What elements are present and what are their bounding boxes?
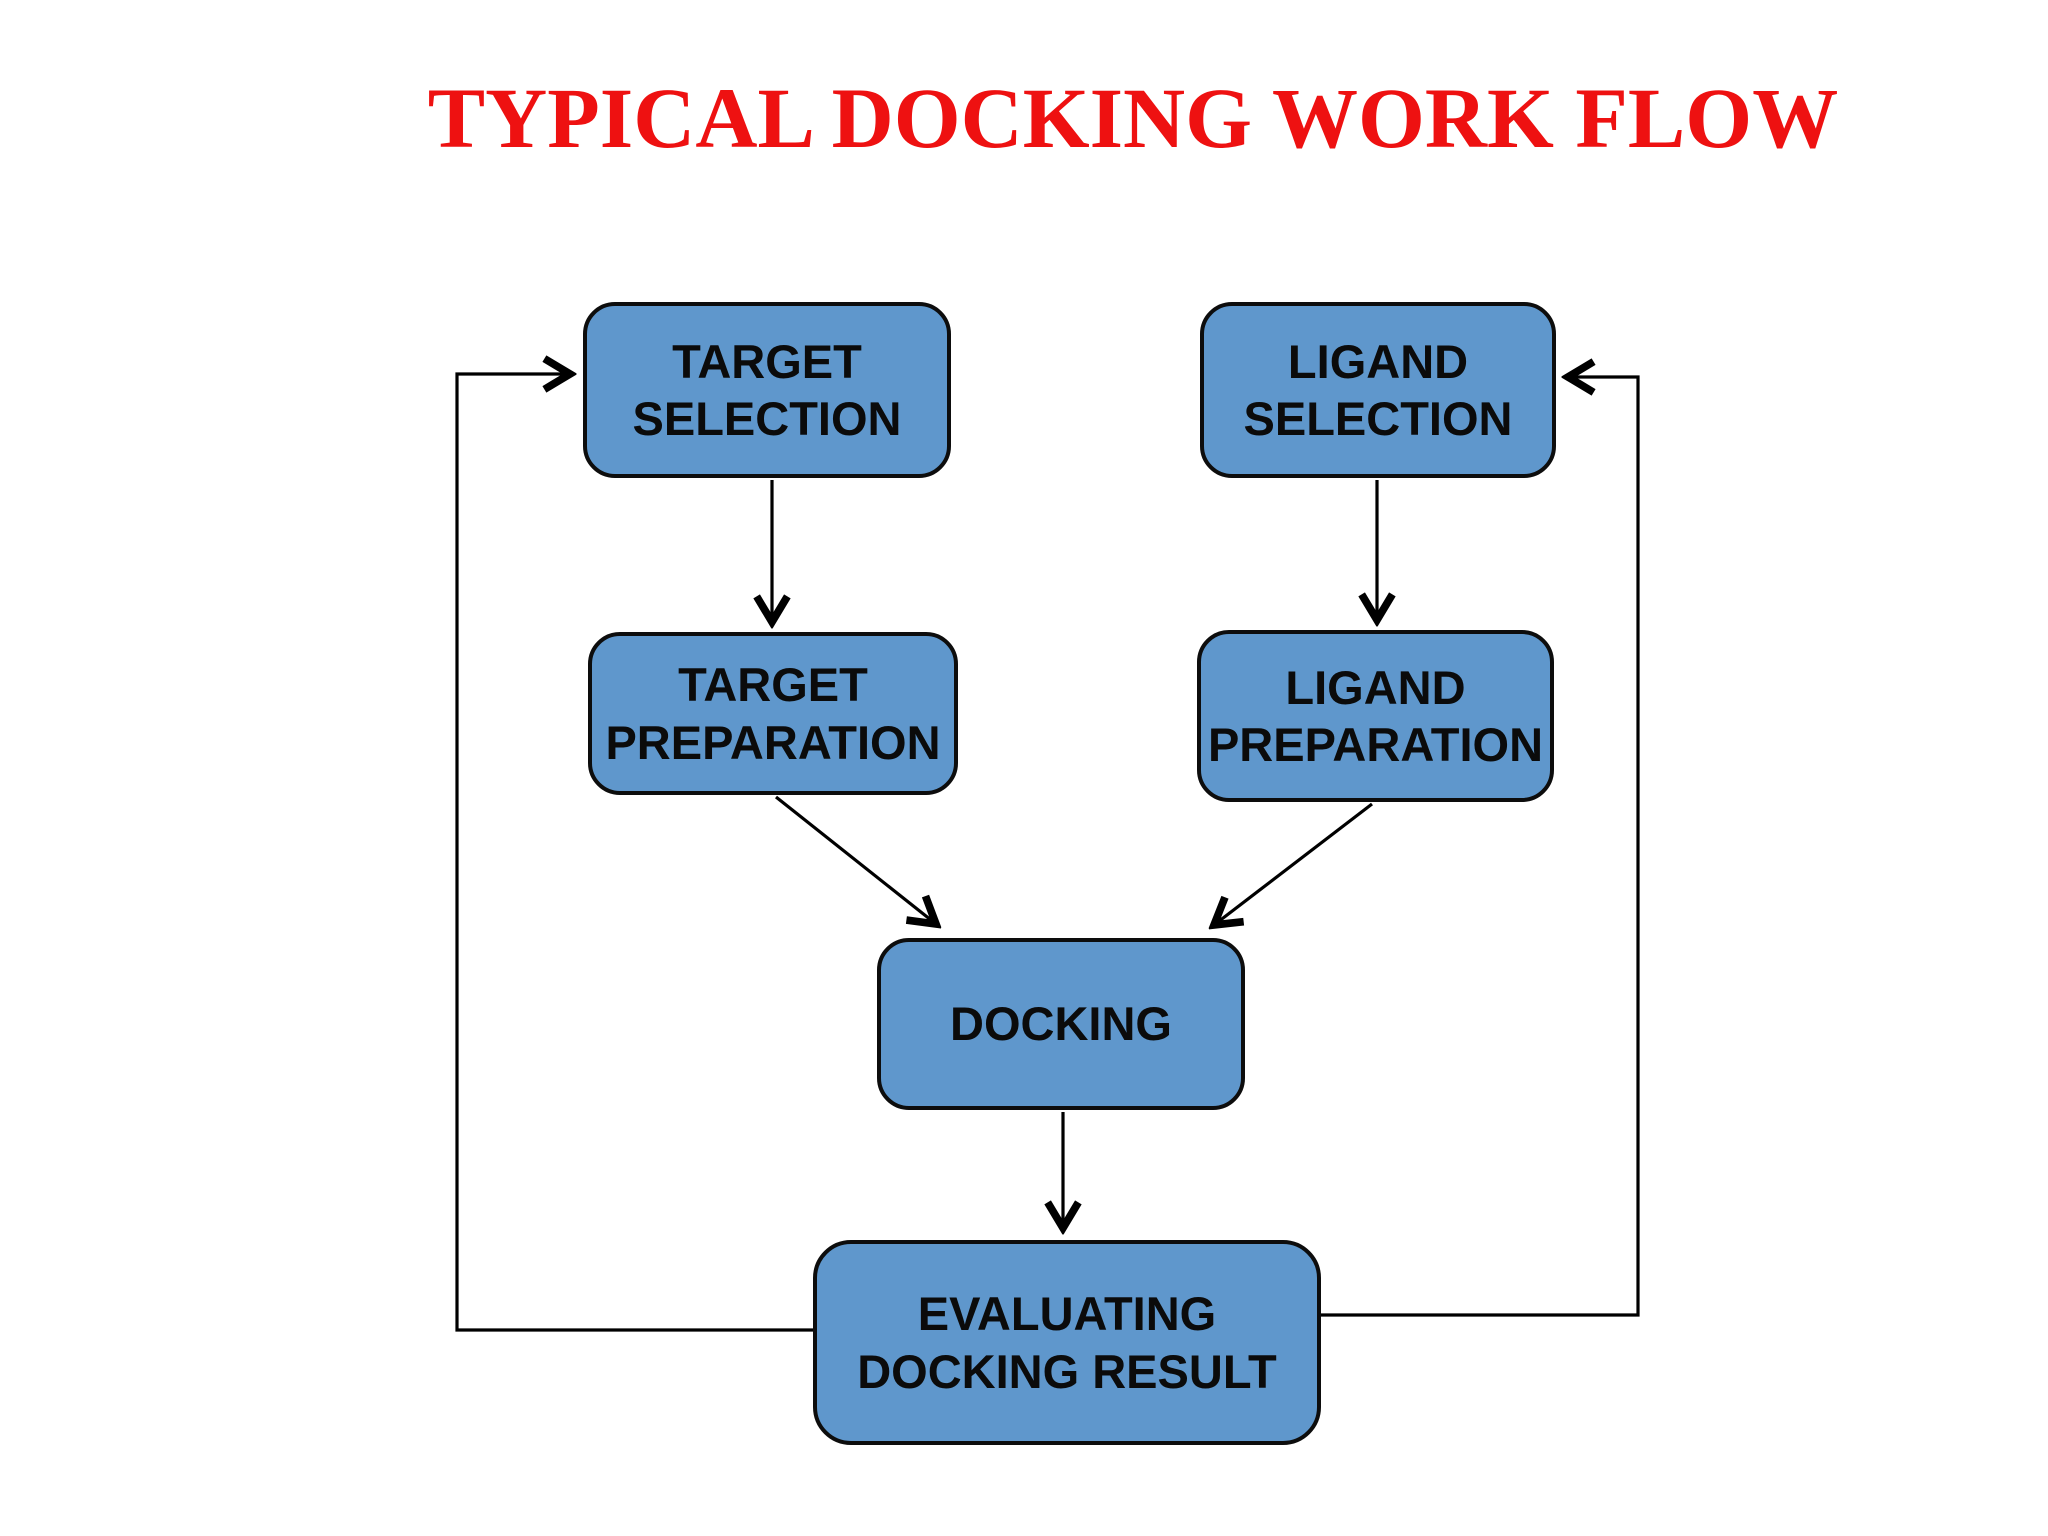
arrow-evaluating-to-target-selection-feedback xyxy=(455,374,813,1332)
arrow-target-preparation-to-docking xyxy=(775,795,936,924)
node-evaluating-docking-result-label: EVALUATING DOCKING RESULT xyxy=(857,1287,1277,1398)
node-evaluating-docking-result: EVALUATING DOCKING RESULT xyxy=(813,1240,1321,1445)
node-ligand-selection: LIGAND SELECTION xyxy=(1200,302,1556,478)
node-ligand-preparation-label: LIGAND PREPARATION xyxy=(1207,660,1544,771)
node-docking: DOCKING xyxy=(877,938,1245,1110)
node-ligand-preparation: LIGAND PREPARATION xyxy=(1197,630,1554,802)
slide-title: TYPICAL DOCKING WORK FLOW xyxy=(427,70,1839,166)
arrow-ligand-preparation-to-docking xyxy=(1214,802,1373,925)
node-target-preparation-label: TARGET PREPARATION xyxy=(605,658,941,769)
node-target-selection: TARGET SELECTION xyxy=(583,302,951,478)
node-target-selection-label: TARGET SELECTION xyxy=(632,334,902,445)
node-docking-label: DOCKING xyxy=(950,997,1172,1051)
node-target-preparation: TARGET PREPARATION xyxy=(588,632,958,795)
arrow-evaluating-to-ligand-selection-feedback xyxy=(1321,377,1640,1317)
node-ligand-selection-label: LIGAND SELECTION xyxy=(1243,334,1513,445)
